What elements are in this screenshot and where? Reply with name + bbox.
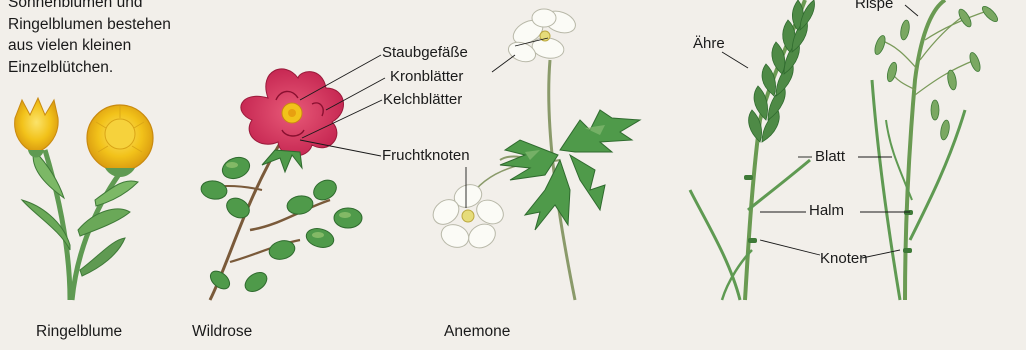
ringelblume-illustration bbox=[15, 98, 153, 300]
label-rispe: Rispe bbox=[855, 0, 893, 14]
intro-line: Sonnenblumen und bbox=[8, 0, 171, 14]
label-fruchtknoten: Fruchtknoten bbox=[382, 146, 470, 166]
label-aehre: Ähre bbox=[693, 34, 725, 54]
label-knoten: Knoten bbox=[820, 249, 868, 269]
caption-ringelblume: Ringelblume bbox=[36, 323, 122, 341]
intro-line: aus vielen kleinen bbox=[8, 35, 171, 57]
label-staubgefaesse: Staubgefäße bbox=[382, 43, 468, 63]
label-halm: Halm bbox=[809, 201, 844, 221]
caption-wildrose: Wildrose bbox=[192, 323, 252, 341]
intro-line: Einzelblütchen. bbox=[8, 57, 171, 79]
intro-line: Ringelblumen bestehen bbox=[8, 14, 171, 36]
intro-text: Sonnenblumen und Ringelblumen bestehen a… bbox=[8, 0, 171, 78]
label-kronblaetter: Kronblätter bbox=[390, 67, 463, 87]
label-blatt: Blatt bbox=[815, 147, 845, 167]
label-kelchblaetter: Kelchblätter bbox=[383, 90, 462, 110]
rispe-grass-illustration bbox=[872, 0, 1000, 300]
caption-anemone: Anemone bbox=[444, 323, 510, 341]
